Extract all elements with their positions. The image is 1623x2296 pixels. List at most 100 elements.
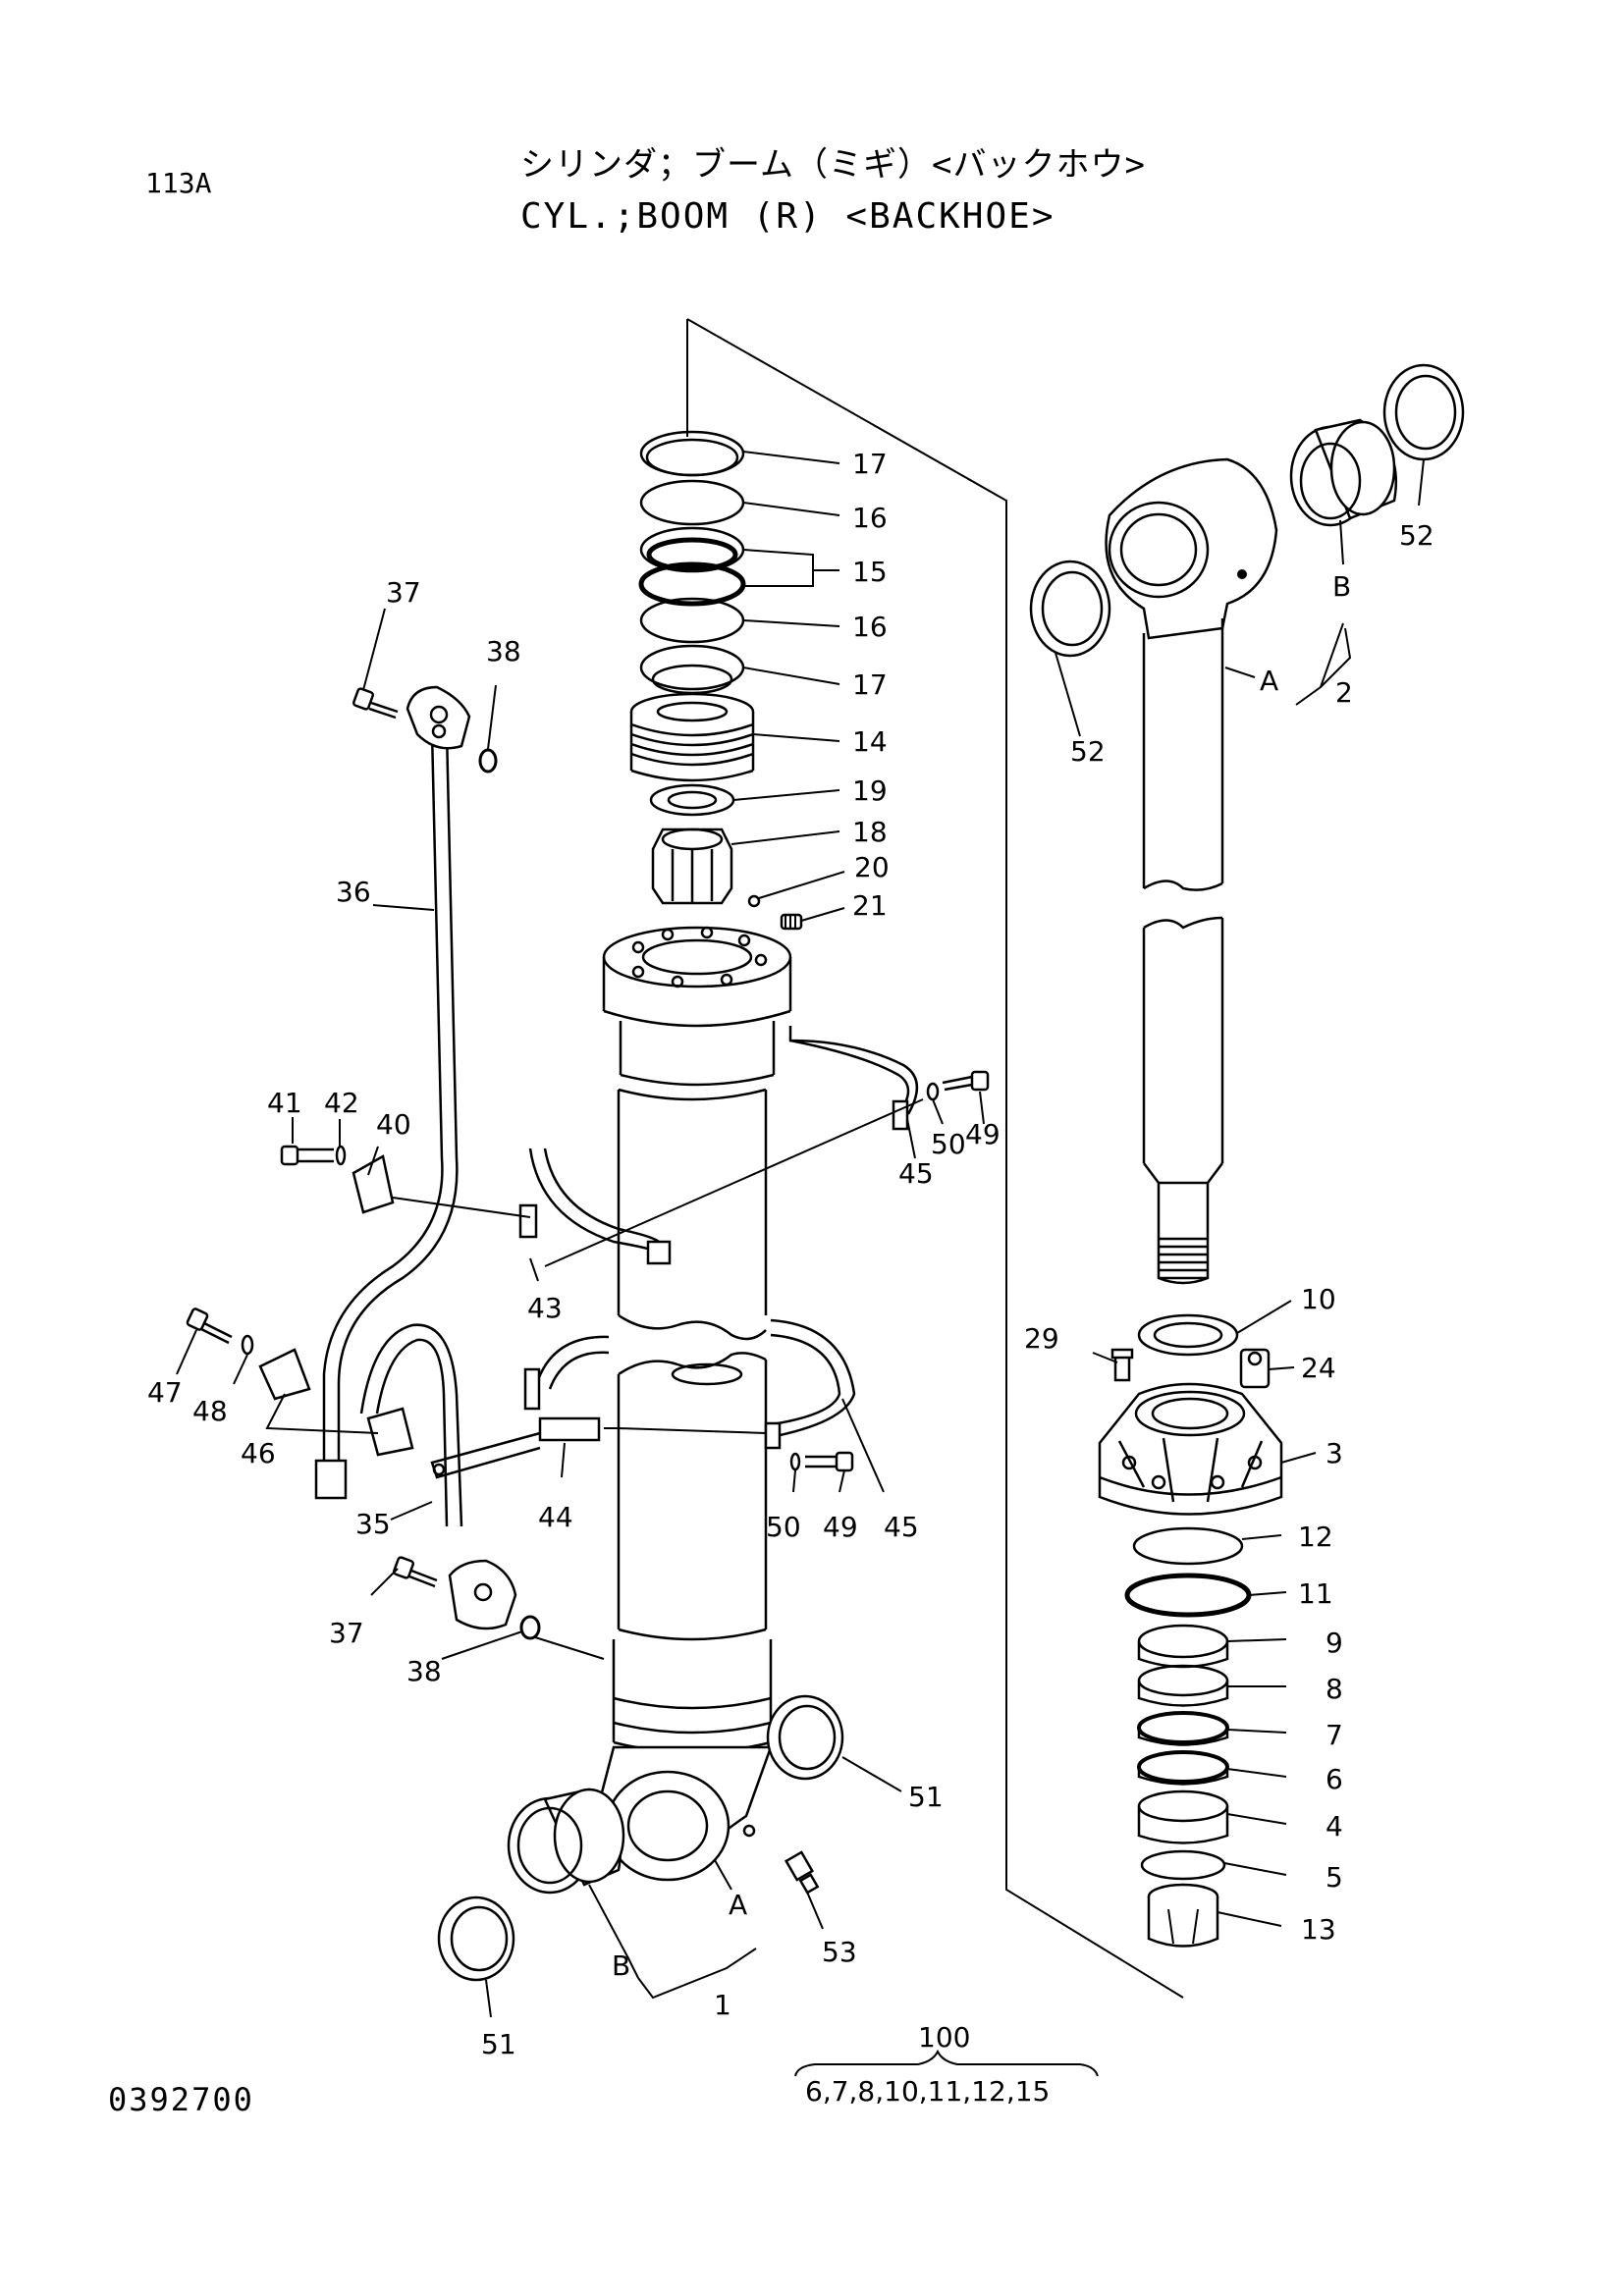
washer-48 [241, 1334, 254, 1356]
leader-lines [176, 451, 1425, 2077]
callout-16: 16 [852, 502, 888, 534]
callout-40: 40 [376, 1108, 411, 1141]
pipe-36 [314, 730, 459, 1500]
band-clamp-43 [518, 1148, 672, 1265]
seal-ring-15-b [638, 561, 746, 607]
callout-18: 18 [852, 816, 888, 848]
head-flange [602, 926, 792, 988]
callout-8: 8 [1325, 1673, 1343, 1705]
seal-7 [1137, 1711, 1229, 1746]
piston-rod-2 [1105, 457, 1278, 1285]
tube-end-eye [605, 1770, 730, 1882]
callout-41: 41 [267, 1087, 302, 1119]
callout-B: B [612, 1949, 630, 1982]
kit-contents: 6,7,8,10,11,12,15 [805, 2075, 1050, 2108]
callout-3: 3 [1325, 1437, 1343, 1469]
seal-6 [1137, 1750, 1229, 1786]
callout-1: 1 [714, 1989, 731, 2021]
flange-36-top [406, 685, 471, 750]
rod-cover-3 [1098, 1382, 1283, 1516]
dust-seal-51-right [766, 1694, 844, 1781]
wear-ring-17-top-inner [645, 438, 739, 477]
pin-bushing-b-top [1289, 418, 1398, 527]
callout-45: 45 [898, 1157, 934, 1190]
bolt-37-bottom [392, 1556, 438, 1588]
clamp-40 [352, 1154, 395, 1214]
bolt-47 [186, 1308, 233, 1345]
callout-21: 21 [852, 889, 888, 922]
callout-15: 15 [852, 556, 888, 588]
bolt-41 [280, 1145, 334, 1166]
steel-ball-20 [747, 894, 761, 908]
callout-5: 5 [1325, 1861, 1343, 1894]
cushion-bearing-13 [1147, 1883, 1219, 1948]
callout-52: 52 [1070, 735, 1106, 768]
assembly-boundary-line [686, 318, 1184, 1999]
kit-number: 100 [918, 2021, 970, 2054]
seal-8 [1137, 1664, 1229, 1707]
cylinder-tube-1 [599, 926, 792, 1882]
title-english: CYL.;BOOM (R) <BACKHOE> [520, 196, 1055, 237]
callout-13: 13 [1301, 1913, 1336, 1946]
callout-20: 20 [854, 851, 890, 883]
callout-36: 36 [336, 876, 371, 908]
o-ring-12 [1132, 1526, 1244, 1566]
callout-49: 49 [965, 1118, 1001, 1150]
socket-bolt-24 [1239, 1348, 1271, 1389]
pipe-35 [359, 1323, 463, 1527]
o-ring-38-top [478, 748, 498, 774]
callout-19: 19 [852, 774, 888, 807]
callout-6: 6 [1325, 1763, 1343, 1795]
dust-seal-51-left [437, 1896, 515, 1982]
page-code: 113A [145, 167, 212, 199]
callout-53: 53 [822, 1936, 857, 1968]
seal-ring-15-a-lip [646, 537, 738, 572]
callout-29: 29 [1024, 1322, 1059, 1355]
bolt-37-top [352, 687, 399, 720]
callout-9: 9 [1325, 1627, 1343, 1659]
band-clamp-45-lower [764, 1318, 856, 1450]
band-clamp-44 [430, 1335, 610, 1479]
o-ring-11 [1124, 1573, 1252, 1618]
plug-29 [1110, 1348, 1134, 1382]
washer-19 [649, 783, 735, 817]
piston-14 [629, 692, 755, 782]
dust-seal-52-right [1382, 363, 1465, 461]
o-ring-38-bottom [519, 1615, 541, 1640]
set-screw-21 [780, 913, 803, 931]
callout-B: B [1332, 570, 1351, 603]
callout-43: 43 [527, 1292, 563, 1324]
callout-labels: 17 16 15 16 17 14 19 18 20 21 37 38 36 4… [147, 448, 1434, 2108]
callout-10: 10 [1301, 1283, 1336, 1315]
clamp-46 [258, 1348, 414, 1457]
callout-2: 2 [1335, 676, 1353, 709]
bolt-49-upper [942, 1070, 990, 1092]
band-clamp-45-upper [788, 1026, 918, 1131]
callout-46: 46 [241, 1437, 276, 1469]
callout-37: 37 [329, 1617, 364, 1649]
callout-50: 50 [766, 1511, 801, 1543]
bushing-4 [1137, 1789, 1229, 1844]
grease-fitting-53 [784, 1850, 820, 1895]
callout-50: 50 [931, 1128, 966, 1160]
piston-seal-stack [638, 430, 746, 695]
backup-ring-9 [1137, 1624, 1229, 1669]
pin-bushing-b-bottom [507, 1788, 625, 1895]
callout-12: 12 [1298, 1521, 1333, 1553]
wear-ring-17-bottom [639, 644, 745, 691]
callout-48: 48 [192, 1395, 228, 1427]
callout-17: 17 [852, 448, 888, 480]
drawing-number: 0392700 [108, 2081, 254, 2118]
callout-49: 49 [823, 1511, 858, 1543]
nut-18 [651, 828, 733, 905]
callout-45: 45 [884, 1511, 919, 1543]
washer-50-lower [789, 1452, 801, 1471]
snap-ring-5 [1140, 1849, 1226, 1881]
bolt-49-lower [805, 1451, 854, 1472]
callout-16: 16 [852, 611, 888, 643]
dust-seal-52-left [1029, 560, 1111, 658]
callout-35: 35 [355, 1508, 391, 1540]
callout-42: 42 [324, 1087, 359, 1119]
